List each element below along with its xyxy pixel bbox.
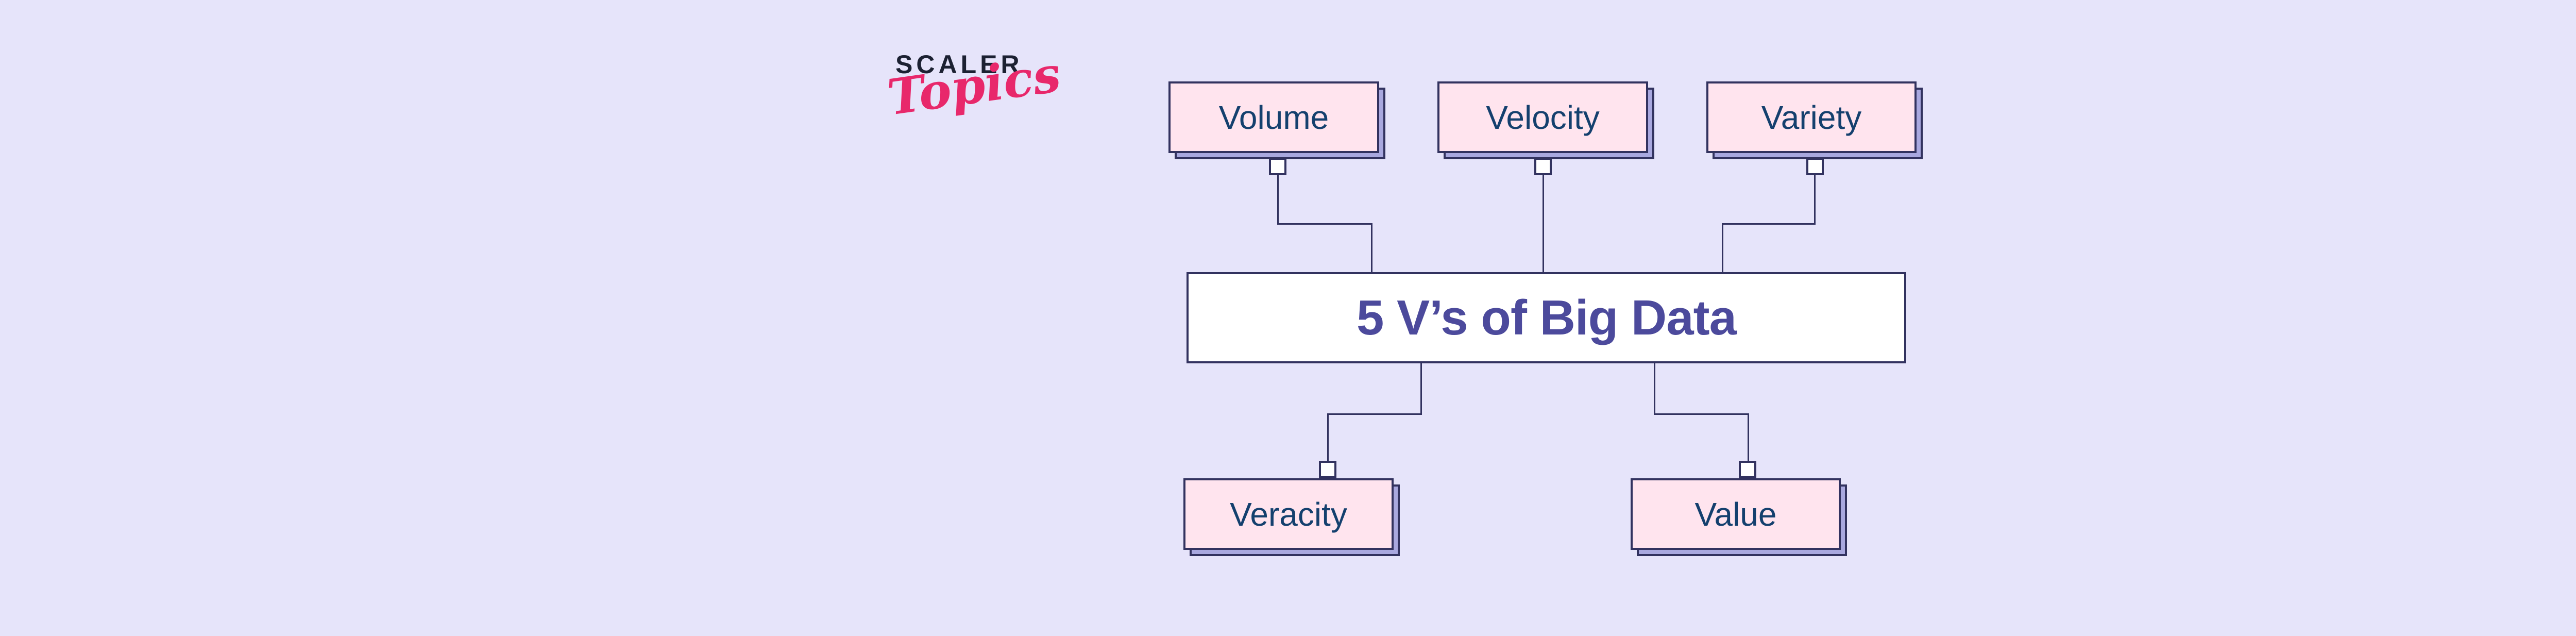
connector-variety-segment: [1814, 175, 1816, 225]
connector-value-segment: [1654, 413, 1749, 415]
logo-brand-text: SCALER: [895, 50, 1023, 79]
node-veracity-label: Veracity: [1183, 478, 1394, 550]
port-value: [1739, 461, 1756, 478]
connector-volume-segment: [1277, 223, 1372, 225]
node-volume-label: Volume: [1168, 81, 1379, 153]
port-volume: [1269, 158, 1286, 175]
node-variety: Variety: [1706, 81, 1923, 159]
connector-veracity-segment: [1420, 363, 1422, 415]
scaler-topics-logo: SCALER Topics: [884, 46, 1064, 160]
connector-value-segment: [1748, 413, 1749, 461]
node-volume: Volume: [1168, 81, 1385, 159]
port-velocity: [1534, 158, 1552, 175]
connector-variety-segment: [1722, 223, 1723, 272]
connector-volume-segment: [1371, 223, 1372, 272]
connector-veracity-segment: [1327, 413, 1422, 415]
connector-veracity-segment: [1327, 413, 1329, 461]
node-velocity-label: Velocity: [1437, 81, 1648, 153]
node-value: Value: [1631, 478, 1847, 556]
node-variety-label: Variety: [1706, 81, 1917, 153]
node-value-label: Value: [1631, 478, 1841, 550]
connector-variety-segment: [1722, 223, 1816, 225]
node-veracity: Veracity: [1183, 478, 1400, 556]
connector-value-segment: [1654, 363, 1655, 415]
central-title-box: 5 V’s of Big Data: [1187, 272, 1906, 363]
connector-volume-segment: [1277, 175, 1279, 225]
node-velocity: Velocity: [1437, 81, 1654, 159]
connector-velocity-segment: [1543, 175, 1544, 272]
port-variety: [1806, 158, 1824, 175]
port-veracity: [1319, 461, 1336, 478]
